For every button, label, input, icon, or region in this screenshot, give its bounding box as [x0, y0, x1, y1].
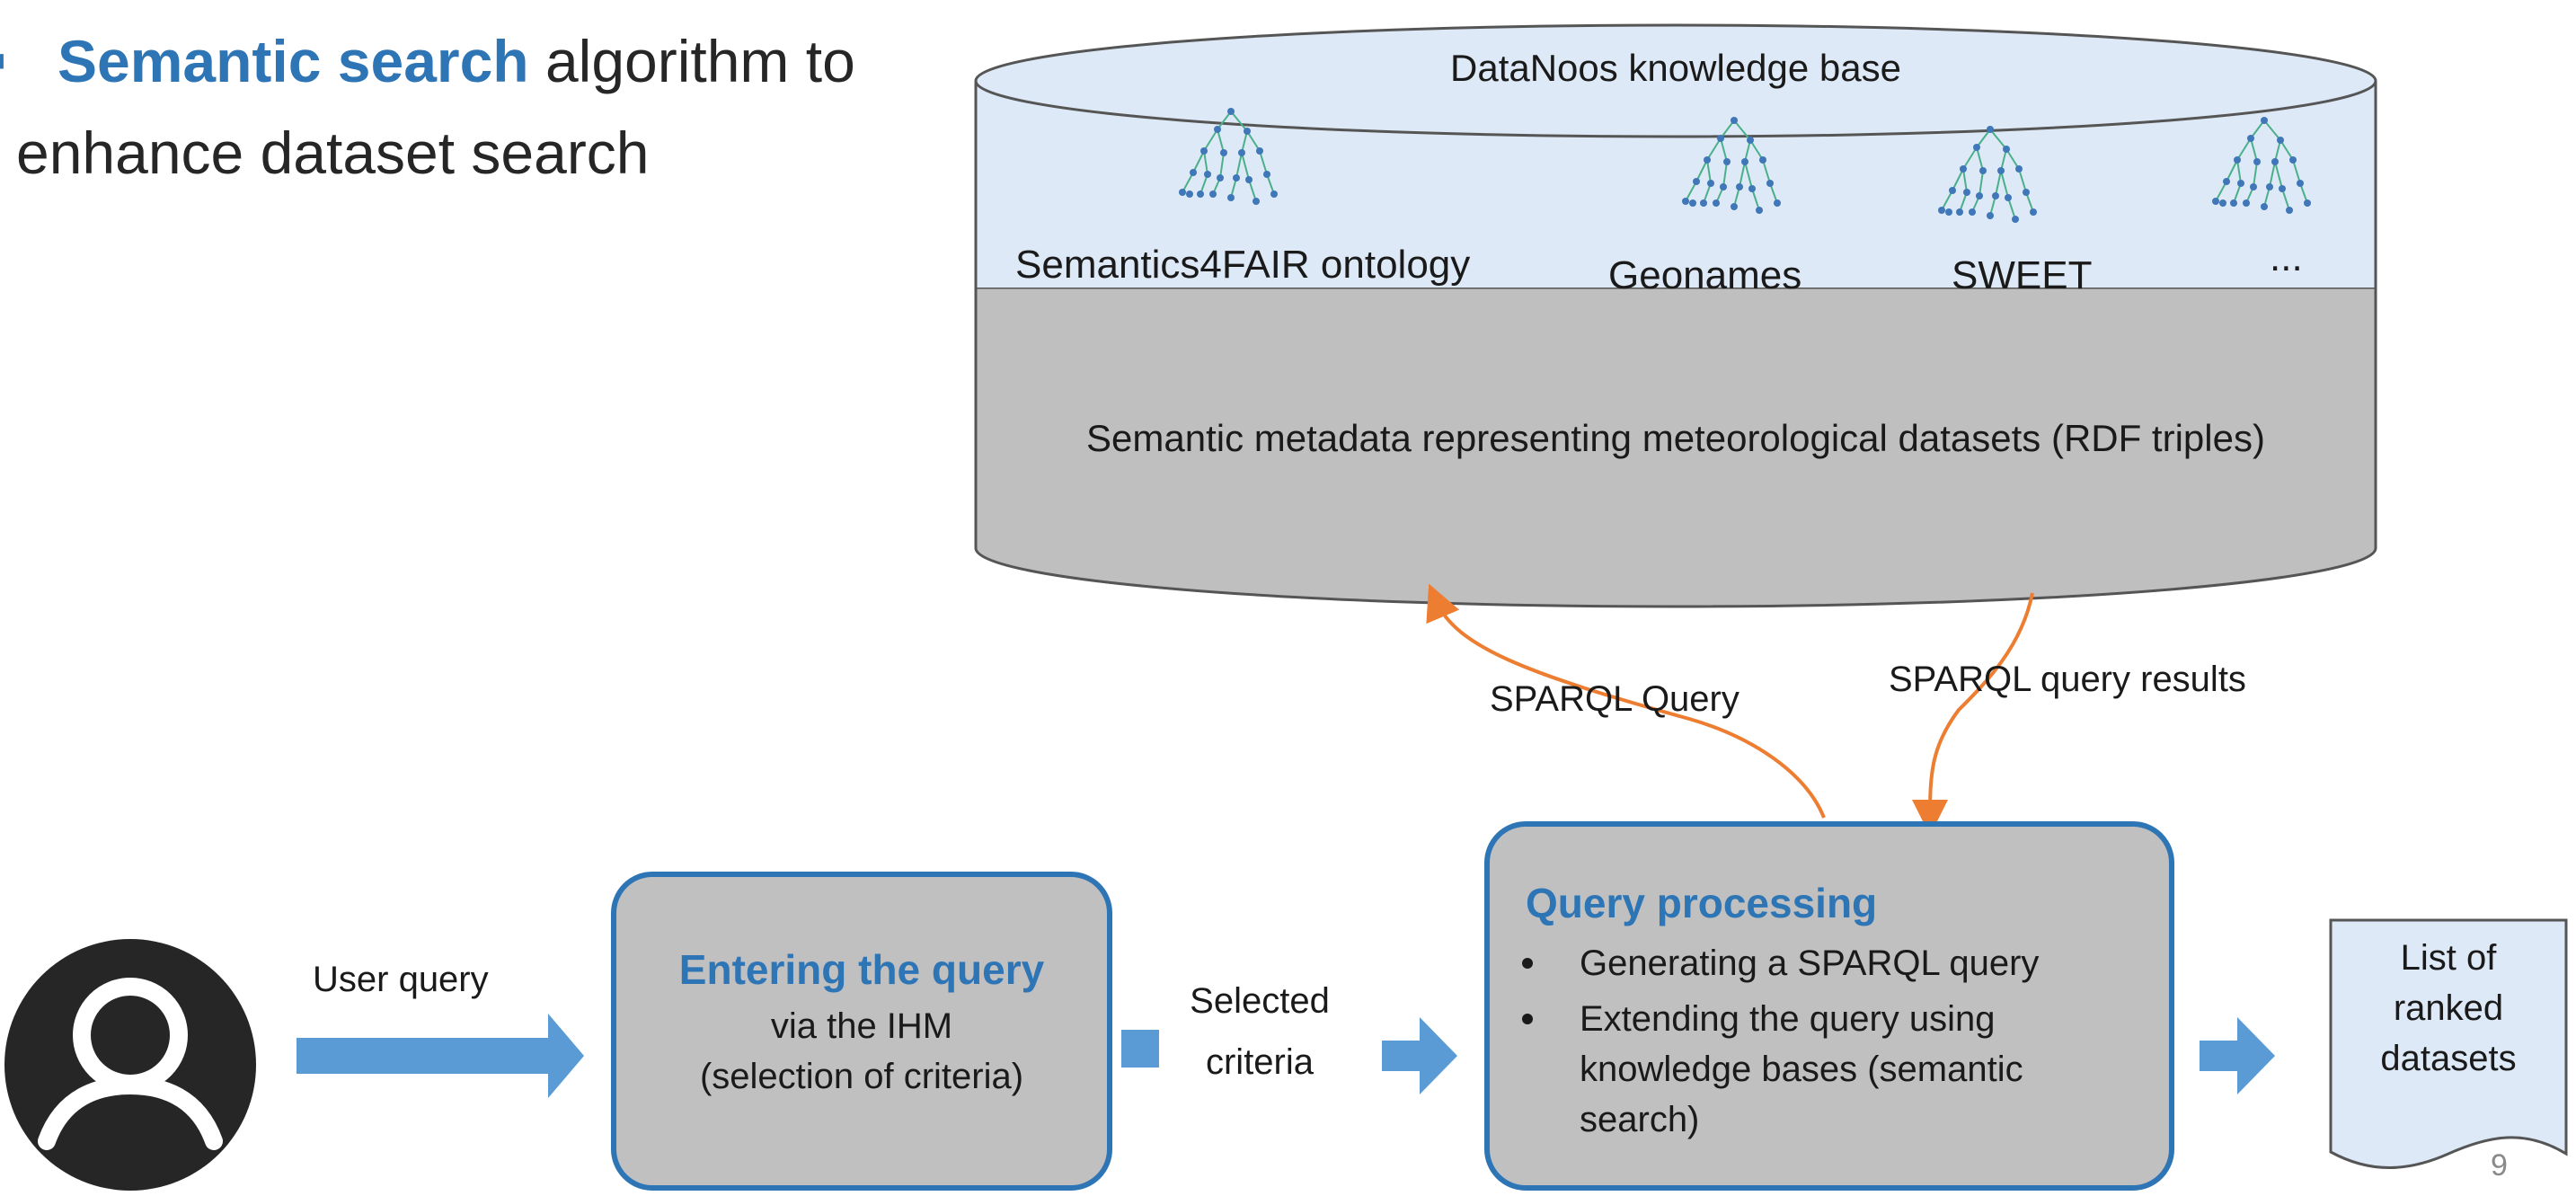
- title-accent: Semantic search: [58, 28, 529, 94]
- knowledge-base-title: DataNoos knowledge base: [1450, 47, 1901, 89]
- processing-step-1: Generating a SPARQL query: [1518, 938, 2165, 988]
- selected-criteria-label-1: Selected: [1190, 981, 1330, 1021]
- sparql-query-arrow: [1426, 583, 1826, 819]
- sparql-results-arrow: [1912, 592, 2034, 836]
- selected-criteria-square: [1121, 1030, 1159, 1068]
- sparql-query-label: SPARQL Query: [1490, 679, 1739, 719]
- processing-step-2-line1: Extending the query using: [1580, 999, 1996, 1039]
- entering-query-title: Entering the query: [678, 946, 1045, 993]
- ranked-datasets-document: [2329, 918, 2568, 1169]
- entering-query-line2: (selection of criteria): [699, 1057, 1024, 1096]
- query-processing-title: Query processing: [1526, 880, 1878, 926]
- query-processing-list: Generating a SPARQL query Extending the …: [1518, 938, 2165, 1145]
- user-query-arrow: [297, 1014, 584, 1098]
- result-line-1: List of: [2400, 938, 2497, 978]
- processing-step-1-text: Generating a SPARQL query: [1580, 944, 2040, 983]
- metadata-label: Semantic metadata representing meteorolo…: [1086, 417, 2265, 459]
- slide-title-line-1: Semantic search algorithm to: [58, 25, 855, 97]
- entering-query-box: [611, 872, 1112, 1191]
- entering-query-line1: via the IHM: [770, 1006, 953, 1046]
- page-number: 9: [2491, 1148, 2508, 1183]
- ontology-more: ...: [2270, 235, 2303, 279]
- title-bullet-icon: ▪: [0, 25, 6, 93]
- result-line-3: datasets: [2380, 1039, 2517, 1078]
- processing-step-2-line2: knowledge bases (semantic: [1580, 1050, 2023, 1089]
- user-avatar-icon: [4, 939, 256, 1191]
- slide-title-line-2: enhance dataset search: [16, 120, 650, 186]
- to-processing-arrow: [1382, 1017, 1457, 1094]
- to-results-arrow: [2200, 1017, 2275, 1094]
- ontology-sweet: SWEET: [1952, 253, 2093, 297]
- user-query-label: User query: [313, 960, 489, 999]
- ontology-geonames: Geonames: [1608, 253, 1802, 297]
- query-processing-box: [1484, 821, 2174, 1191]
- title-rest: algorithm to: [528, 28, 855, 94]
- sparql-results-label: SPARQL query results: [1889, 660, 2246, 699]
- knowledge-base-cylinder: [974, 23, 2377, 608]
- result-line-2: ranked: [2393, 988, 2504, 1028]
- selected-criteria-label-2: criteria: [1205, 1042, 1315, 1082]
- ontology-semantics4fair: Semantics4FAIR ontology: [1015, 243, 1471, 287]
- processing-step-2: Extending the query using knowledge base…: [1518, 994, 2165, 1145]
- processing-step-2-line3: search): [1580, 1100, 1700, 1139]
